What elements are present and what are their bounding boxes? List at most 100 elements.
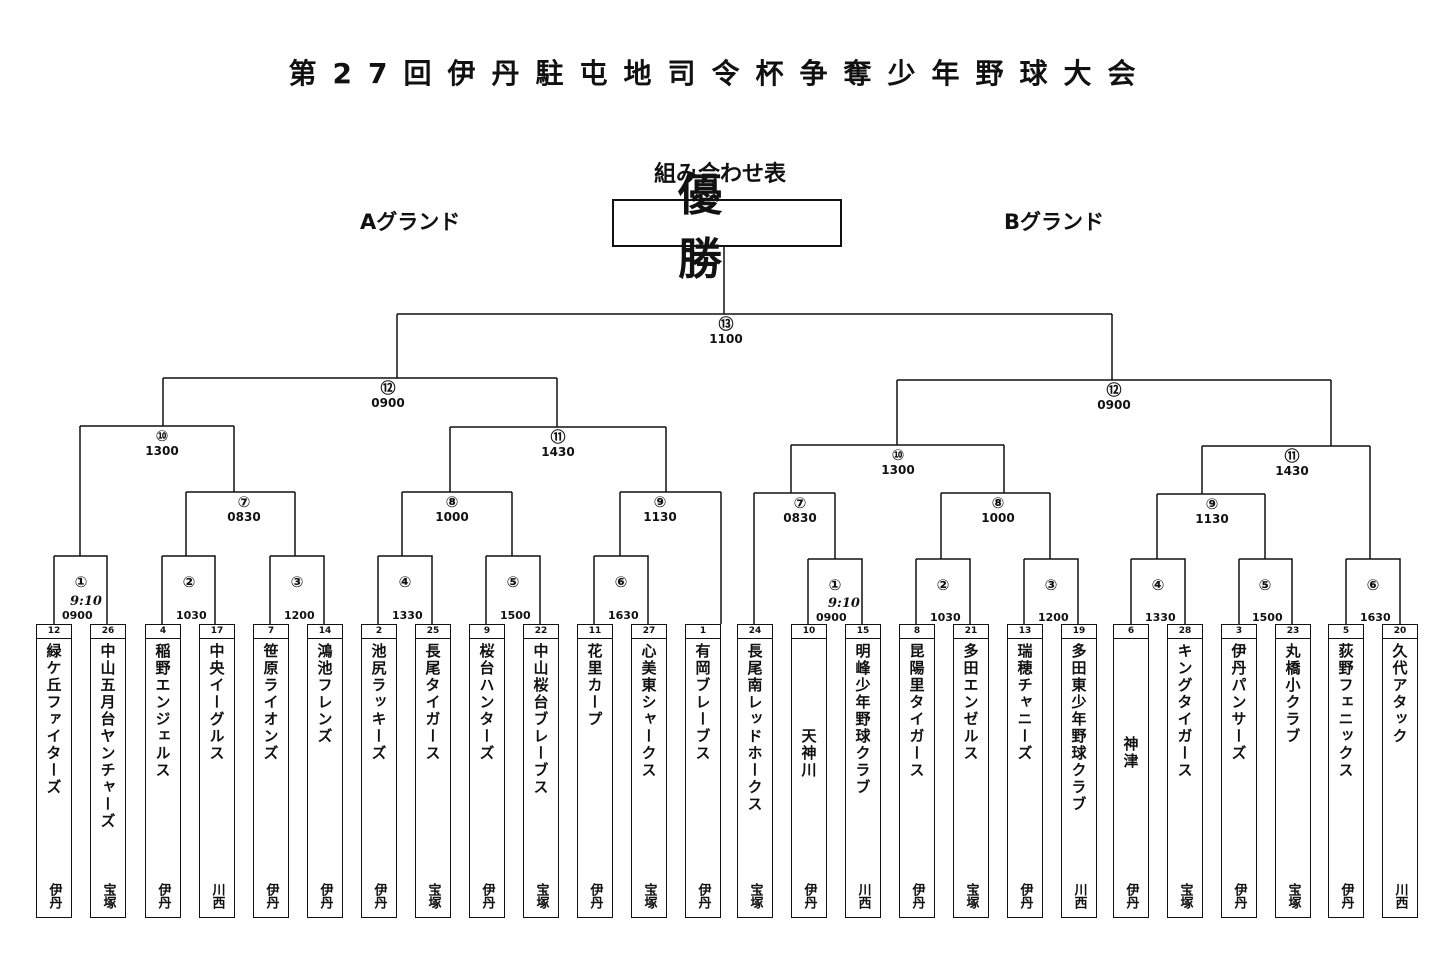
team-name: 昆陽里タイガース	[907, 643, 926, 779]
game-number: ⑧	[991, 494, 1005, 512]
ground-b-label: Bグランド	[1004, 210, 1105, 234]
game-number-a6: ⑥	[614, 573, 628, 591]
a9-lines	[619, 491, 722, 624]
team-name: 緑ケ丘ファイターズ	[44, 643, 63, 796]
team-city: 宝塚	[100, 883, 116, 909]
team-name: 荻野フェニックス	[1336, 643, 1355, 779]
team-name: 心美東シャークス	[639, 643, 658, 779]
game-time-b5: 1500	[1252, 611, 1283, 624]
team-name: キングタイガース	[1175, 643, 1194, 779]
game-number: ⑩	[155, 427, 169, 445]
game-time: 1100	[709, 332, 743, 347]
game-number-b6: ⑥	[1366, 576, 1380, 594]
b3-box	[1023, 558, 1079, 624]
team-seed: 8	[900, 625, 934, 639]
team-name: 中山桜台ブレーブス	[531, 643, 550, 796]
b6-box	[1345, 558, 1401, 624]
team-name: 神津	[1121, 736, 1140, 770]
a3-box	[269, 555, 325, 624]
team-seed: 19	[1062, 625, 1096, 639]
team-city: 宝塚	[533, 883, 549, 909]
game-time: 1300	[881, 463, 915, 478]
team-city: 川西	[855, 883, 871, 909]
game-time: 0830	[227, 510, 261, 525]
a5-box	[485, 555, 541, 624]
team-city: 宝塚	[425, 883, 441, 909]
b8-lines	[940, 492, 1051, 559]
team-city: 伊丹	[155, 883, 171, 909]
a11-lines	[449, 426, 667, 492]
game-time: 1000	[981, 511, 1015, 526]
game-number-a4: ④	[398, 573, 412, 591]
team-seed: 5	[1329, 625, 1363, 639]
b11-lines	[1201, 445, 1371, 559]
team-city: 伊丹	[46, 883, 62, 909]
game-time: 0900	[1097, 398, 1131, 413]
game-time: 1130	[643, 510, 677, 525]
b7-lines	[753, 492, 836, 624]
game-time-a5: 1500	[500, 609, 531, 622]
team-city: 伊丹	[263, 883, 279, 909]
team-column: 22 中山桜台ブレーブス宝塚	[523, 624, 559, 918]
team-name: 池尻ラッキーズ	[369, 643, 388, 762]
team-name: 明峰少年野球クラブ	[853, 643, 872, 796]
game-number: ⑫	[380, 379, 396, 397]
game-time-a3: 1200	[284, 609, 315, 622]
game-number: ⑦	[793, 494, 807, 512]
game-time-a2: 1030	[176, 609, 207, 622]
game-number: ⑦	[237, 493, 251, 511]
team-seed: 25	[416, 625, 450, 639]
game-number: ⑩	[891, 446, 905, 464]
team-city: 伊丹	[587, 883, 603, 909]
game-time-b6: 1630	[1360, 611, 1391, 624]
semi-b-lines	[896, 379, 1332, 446]
game-number: ⑪	[550, 428, 566, 446]
team-city: 伊丹	[695, 883, 711, 909]
team-city: 川西	[1392, 883, 1408, 909]
game-label-semi-b: ⑫ 0900	[1074, 381, 1154, 413]
game-time: 0830	[783, 511, 817, 526]
game-label-a10: ⑩ 1300	[122, 427, 202, 459]
game-label-b9: ⑨ 1130	[1172, 495, 1252, 527]
game-number-a1: ①	[74, 573, 88, 591]
team-city: 伊丹	[317, 883, 333, 909]
team-name: 久代アタック	[1390, 643, 1409, 745]
game-label-b11: ⑪ 1430	[1252, 447, 1332, 479]
game-time: 1430	[1275, 464, 1309, 479]
a7-lines	[185, 491, 296, 556]
final-lines	[396, 247, 1113, 380]
team-city: 宝塚	[1177, 883, 1193, 909]
team-city: 川西	[209, 883, 225, 909]
a4-box	[377, 555, 433, 624]
game-number: ⑧	[445, 493, 459, 511]
team-seed: 22	[524, 625, 558, 639]
team-city: 伊丹	[1338, 883, 1354, 909]
team-city: 宝塚	[963, 883, 979, 909]
team-seed: 1	[686, 625, 720, 639]
game-time: 1300	[145, 444, 179, 459]
game-label-a8: ⑧ 1000	[412, 493, 492, 525]
team-name: 笹原ライオンズ	[261, 643, 280, 762]
b4-box	[1130, 558, 1186, 624]
game-label-b8: ⑧ 1000	[958, 494, 1038, 526]
team-city: 宝塚	[641, 883, 657, 909]
team-name: 長尾南レッドホークス	[745, 643, 764, 813]
a10-lines	[79, 425, 235, 556]
team-seed: 17	[200, 625, 234, 639]
semi-a-lines	[162, 377, 558, 427]
game-time: 0900	[371, 396, 405, 411]
game-label-a9: ⑨ 1130	[620, 493, 700, 525]
